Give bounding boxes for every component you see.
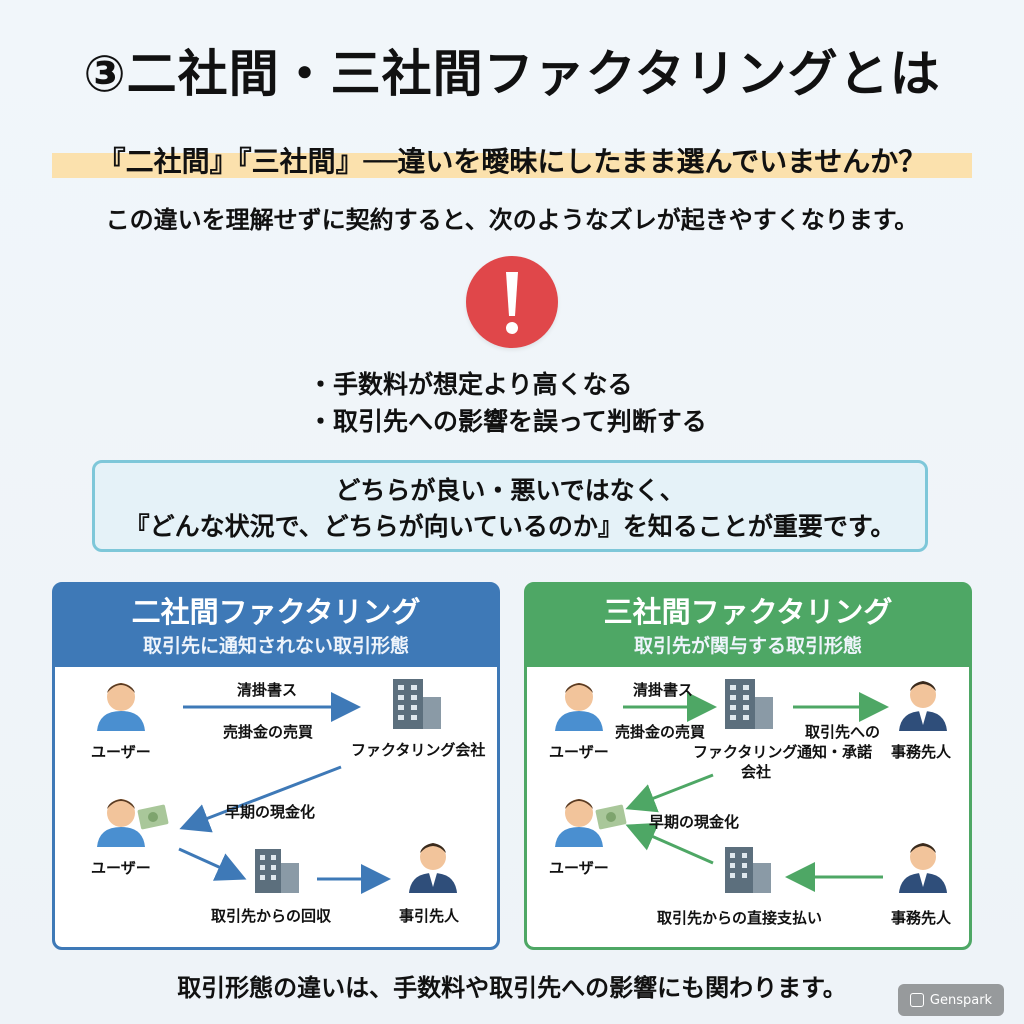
notice-label: 取引先への	[805, 723, 881, 741]
factoring-company-label: ファクタリング会社	[351, 741, 486, 759]
warning-list: 手数料が想定より高くなる 取引先への影響を誤って判断する	[308, 366, 828, 440]
user-with-cash-icon	[555, 799, 627, 847]
three-party-card: 三社間ファクタリング 取引先が関与する取引形態	[524, 582, 972, 950]
cash-label: 早期の現金化	[225, 803, 316, 821]
exclamation-icon	[466, 256, 558, 348]
client-person-icon	[409, 843, 457, 893]
client-label: 事引先人	[399, 907, 460, 925]
subline-text: この違いを理解せずに契約すると、次のようなズレが起きやすくなります。	[105, 206, 919, 234]
direct-pay-arrow-1	[625, 822, 714, 865]
user-label: ユーザー	[549, 743, 609, 761]
collect-label: 取引先からの回収	[211, 907, 332, 925]
notice-label-2: 通知・承諾	[797, 743, 873, 761]
user-label: ユーザー	[91, 859, 151, 877]
notice-box: どちらが良い・悪いではなく、 『どんな状況で、どちらが向いているのか』を知ること…	[92, 460, 928, 552]
factoring-company-label-2: 会社	[741, 763, 772, 781]
factoring-company-label: ファクタリング	[693, 743, 798, 761]
cash-arrow	[179, 765, 342, 833]
user-icon	[97, 683, 145, 731]
question-highlight	[52, 142, 972, 178]
genspark-logo-icon	[909, 993, 924, 1007]
factoring-company-building-icon	[725, 679, 773, 729]
page-title: ③二社間・三社間ファクタリングとは	[83, 45, 941, 103]
user-icon	[555, 683, 603, 731]
badge-label: Genspark	[929, 992, 993, 1008]
client-person-icon	[899, 843, 947, 893]
warning-item: 取引先への影響を誤って判断する	[308, 403, 828, 440]
three-party-subtitle: 取引先が関与する取引形態	[633, 635, 862, 657]
cash-arrow	[625, 773, 714, 813]
notice-line: どちらが良い・悪いではなく、	[335, 476, 685, 505]
factoring-company-building-icon	[393, 679, 441, 729]
user-label: ユーザー	[91, 743, 151, 761]
two-party-card: 二社間ファクタリング 取引先に通知されない取引形態	[52, 582, 500, 950]
sale-label: 売掛金の売買	[223, 723, 314, 741]
two-party-subtitle: 取引先に通知されない取引形態	[142, 635, 409, 657]
user-with-cash-icon	[97, 799, 169, 847]
three-party-title: 三社間ファクタリング	[603, 595, 893, 629]
two-party-title: 二社間ファクタリング	[131, 595, 421, 629]
footer-text: 取引形態の違いは、手数料や取引先への影響にも関わります。	[177, 974, 847, 1002]
cash-label: 早期の現金化	[649, 813, 740, 831]
collect-arrow-1	[178, 847, 247, 881]
client-label: 事務先人	[891, 909, 952, 927]
factoring-company-building-icon	[725, 847, 771, 893]
client-company-building-icon	[255, 849, 299, 893]
client-person-icon	[899, 681, 947, 731]
doc-label: 清掛書ス	[633, 681, 694, 699]
direct-pay-label: 取引先からの直接支払い	[657, 909, 823, 927]
question-text: 『二社間』『三社間』──違いを曖昧にしたまま選んでいませんか？	[97, 145, 927, 178]
doc-label: 清掛書ス	[237, 681, 298, 699]
warning-item: 手数料が想定より高くなる	[308, 366, 828, 403]
notice-line: 『どんな状況で、どちらが向いているのか』を知ることが重要です。	[124, 512, 896, 541]
user-label: ユーザー	[549, 859, 609, 877]
sale-label: 売掛金の売買	[615, 723, 706, 741]
client-label: 事務先人	[891, 743, 952, 761]
genspark-badge: Genspark	[898, 984, 1004, 1016]
